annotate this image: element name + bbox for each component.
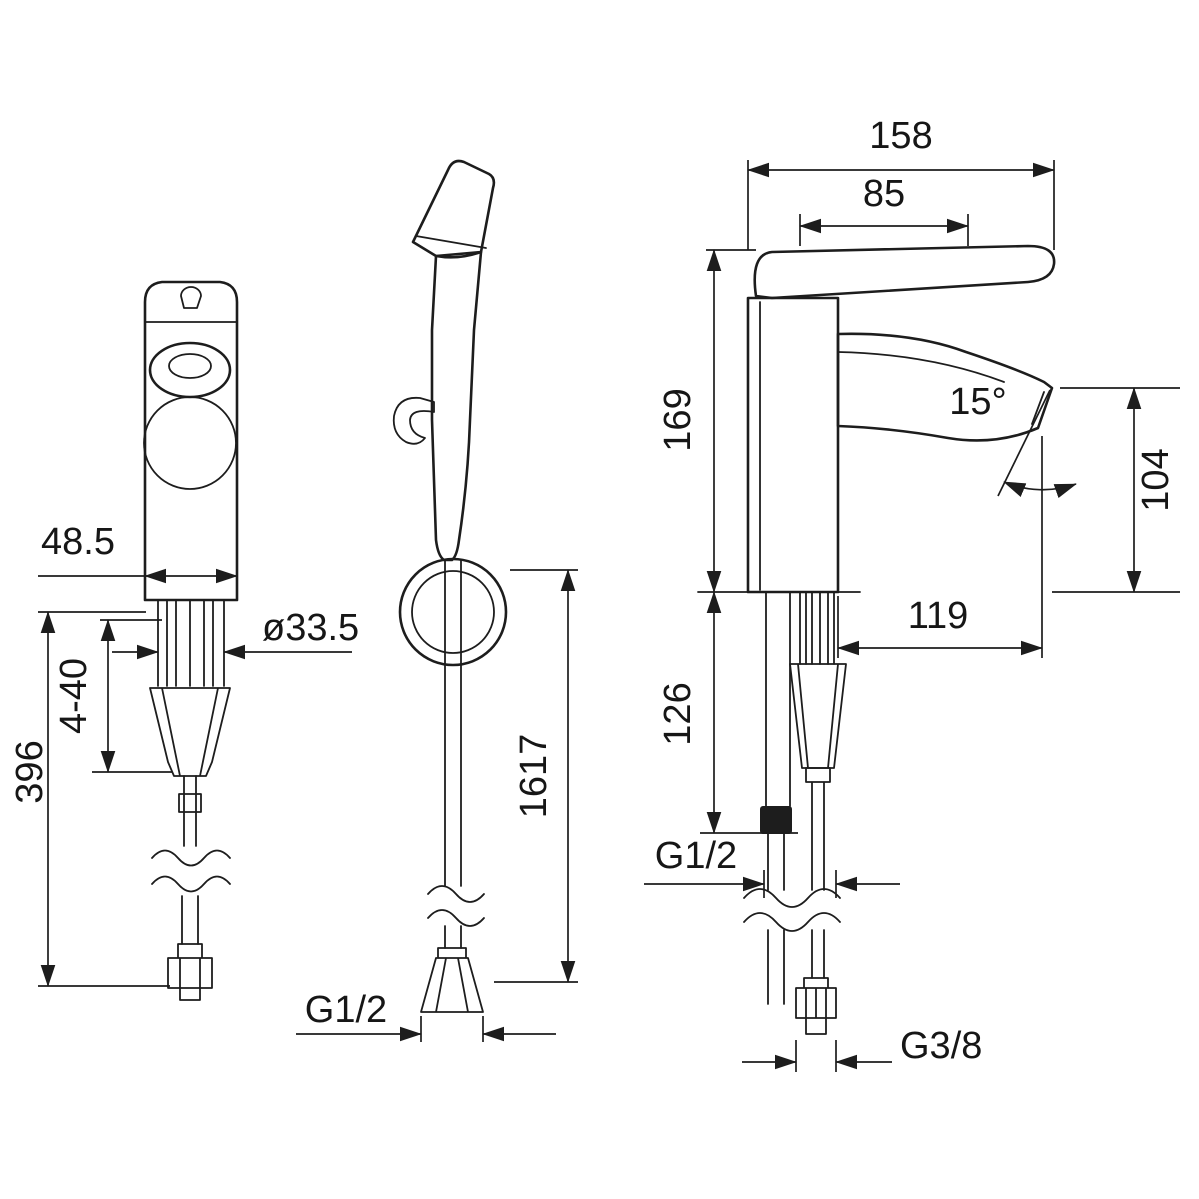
spout [836, 332, 1054, 442]
dim-front-height-label: 396 [9, 740, 51, 803]
spray-lever [392, 396, 435, 445]
handle-ring-inner [168, 353, 212, 379]
spray-grip [430, 250, 483, 562]
dim-spout-reach-label: 119 [908, 595, 969, 637]
handle-lever [753, 244, 1056, 300]
faucet-body [746, 296, 840, 594]
dim-total-depth-label: 158 [869, 115, 932, 157]
spray-view: 1617 G1/2 [296, 159, 578, 1042]
spray-hose-upper [444, 559, 462, 887]
handle-ring-outer [148, 341, 232, 399]
side-stem [805, 767, 831, 891]
dim-side-spout-height: 104 [1052, 387, 1180, 593]
front-view: 48.5 ø33.5 4-40 396 [9, 280, 359, 1001]
dim-connector-thread-label: G1/2 [655, 835, 737, 877]
dim-side-total-depth: 158 [747, 115, 1055, 250]
break-squiggle-side [743, 888, 841, 932]
dim-side-supply-thread: G3/8 [742, 1025, 982, 1072]
dim-front-width-label: 48.5 [41, 521, 115, 563]
supply-hose [181, 895, 199, 945]
break-squiggle-front [151, 849, 231, 893]
mounting-cone [149, 687, 231, 777]
dim-spray-thread-label: G1/2 [305, 989, 387, 1031]
angle-face-line [997, 389, 1051, 497]
dim-front-clamp-label: 4-40 [53, 658, 95, 734]
handle-base-oval [143, 396, 237, 490]
dim-side-connector-thread: G1/2 [644, 835, 900, 898]
dim-supply-thread-label: G3/8 [900, 1025, 982, 1067]
spray-outline [392, 159, 508, 1013]
holder-ring-inner [411, 570, 495, 654]
dim-spout-height-label: 104 [1135, 448, 1177, 511]
g12-connector [760, 806, 792, 834]
stem [178, 775, 202, 847]
dim-front-total-height: 396 [9, 611, 170, 987]
dim-side-handle-depth: 85 [799, 173, 969, 246]
shank-hoses [157, 599, 225, 687]
spray-head [411, 159, 496, 259]
side-view: 158 85 169 15° 104 119 [644, 115, 1180, 1072]
hose-nut [167, 943, 213, 1001]
dim-side-under-clearance: 126 [657, 591, 798, 834]
dim-spray-hose-length: 1617 [494, 569, 578, 983]
dim-spout-angle-label: 15° [949, 381, 1006, 423]
aerator-detail [180, 286, 202, 309]
side-shank-hoses [765, 591, 835, 807]
dim-front-width: 48.5 [38, 521, 238, 584]
hose-cone-fitting [420, 947, 484, 1013]
dim-spout-angle: 15° [949, 381, 1006, 423]
dim-front-diameter: ø33.5 [112, 607, 359, 660]
dim-hose-length-label: 1617 [513, 734, 555, 819]
angle-arc [1003, 481, 1077, 499]
break-squiggle-spray [427, 885, 485, 927]
spray-hose-lower [444, 925, 462, 949]
holder-ring-outer [398, 557, 508, 667]
g38-connector [795, 977, 837, 1035]
dim-under-clearance-label: 126 [657, 682, 699, 745]
dim-side-spout-reach: 119 [837, 436, 1043, 658]
side-mounting-cone [789, 663, 847, 769]
dim-body-height-label: 169 [657, 388, 699, 451]
dim-front-diameter-label: ø33.5 [262, 607, 359, 649]
dim-handle-depth-label: 85 [863, 173, 905, 215]
side-outline [697, 244, 1077, 1035]
dim-side-body-height: 169 [657, 249, 756, 593]
front-view-outline [143, 280, 239, 1001]
dim-front-clamp-range: 4-40 [53, 619, 172, 773]
dim-spray-thread: G1/2 [296, 989, 556, 1042]
